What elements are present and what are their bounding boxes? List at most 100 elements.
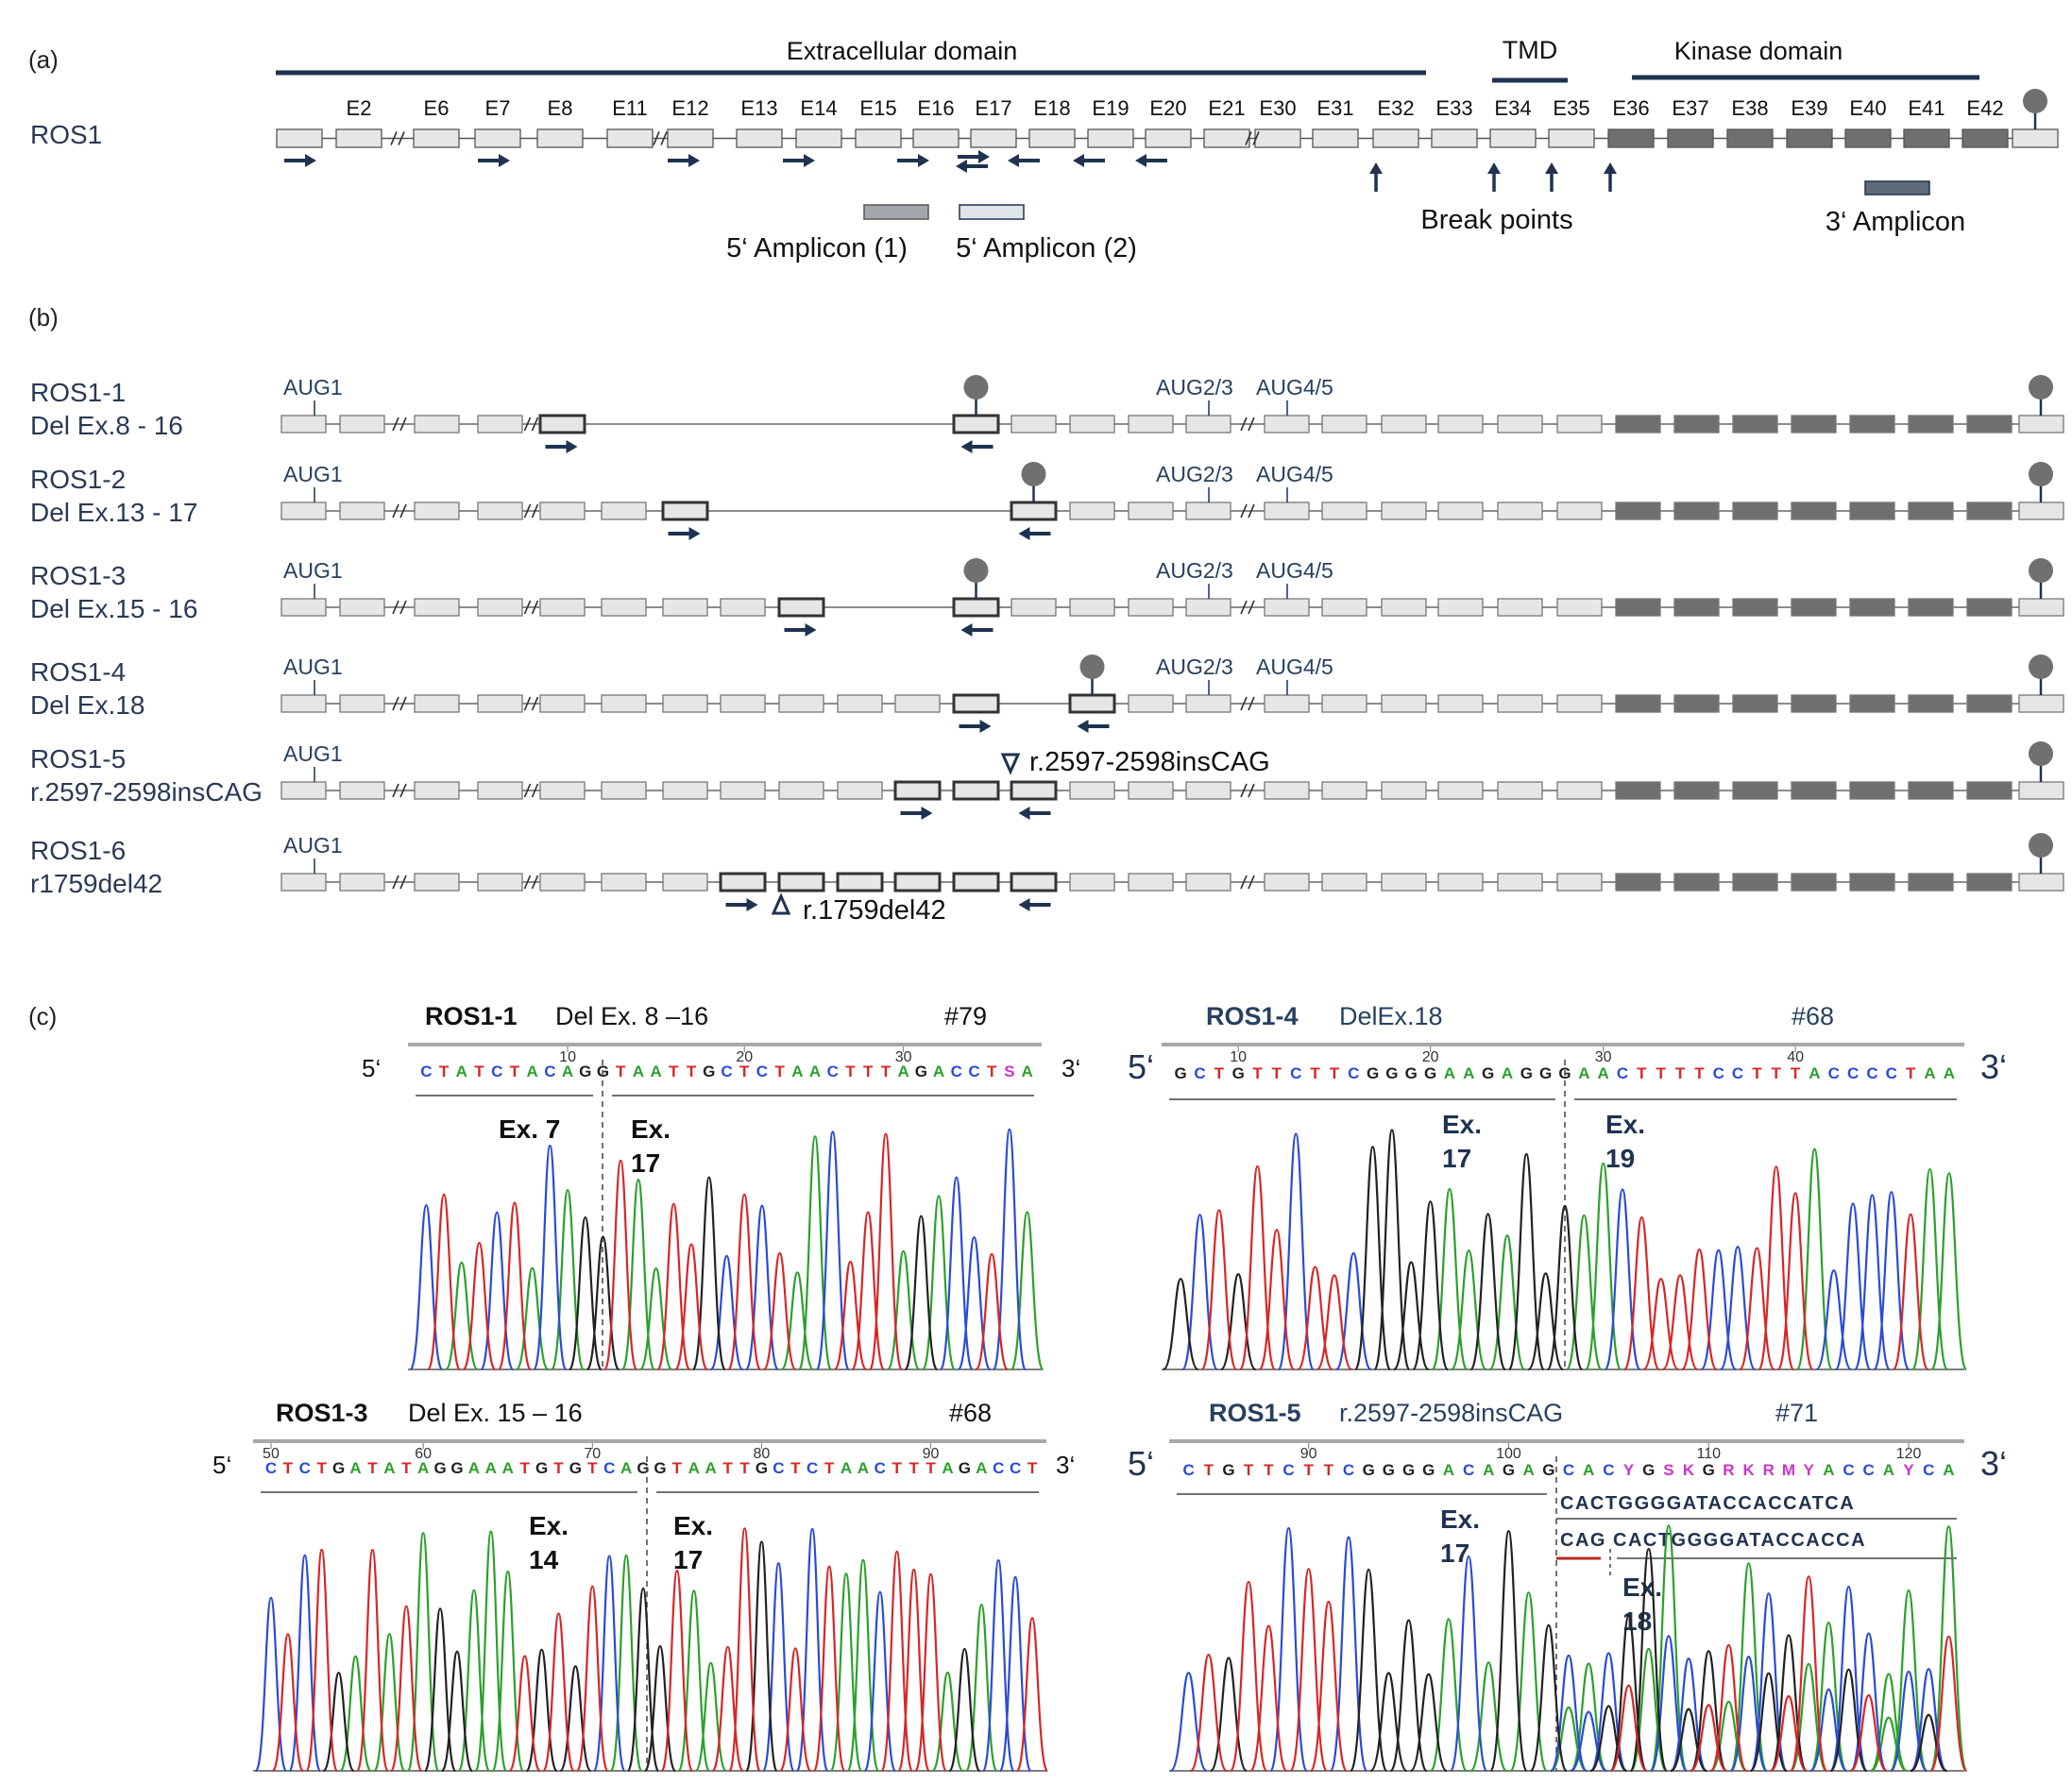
intron-break-mark: [390, 131, 405, 145]
exon-box: [1254, 128, 1301, 148]
exon-box: [474, 128, 521, 148]
sequence-base: T: [1272, 1064, 1282, 1082]
aug1-label: AUG1: [283, 741, 343, 766]
sequence-base: G: [1232, 1064, 1245, 1082]
exon-label: E12: [671, 96, 708, 120]
trace-t-channel: [1200, 1164, 1929, 1371]
reverse-primer-arrow: [1018, 527, 1051, 540]
aug45-label: AUG4/5: [1256, 462, 1333, 486]
five-prime-label: 5‘: [1128, 1047, 1154, 1086]
premature-stop-marker: [963, 558, 989, 599]
variant-description: r1759del42: [30, 869, 162, 898]
exon-box: [855, 128, 902, 148]
sequence-base: G: [959, 1459, 971, 1477]
exon-box: [894, 694, 941, 713]
amplicon-3-bar: [1864, 180, 1930, 196]
exon-label: E19: [1092, 96, 1129, 120]
sequence-base: G: [915, 1062, 927, 1080]
exon-box: [539, 781, 586, 800]
sequence-base: A: [1924, 1064, 1935, 1082]
exon-box: [893, 872, 942, 892]
sequence-base: C: [1923, 1461, 1934, 1479]
exon-label-right: Ex.: [1605, 1110, 1645, 1139]
exon-box: [339, 873, 385, 892]
exon-box: [2018, 502, 2064, 520]
exon-box: [1185, 415, 1231, 434]
sequence-base: G: [1422, 1461, 1435, 1479]
sequence-base: T: [1324, 1461, 1334, 1479]
sequence-base: A: [1943, 1461, 1954, 1479]
variant-description: Del Ex.18: [30, 690, 144, 720]
exon-box: [1128, 502, 1174, 520]
sequence-base: A: [1463, 1064, 1474, 1082]
exon-box: [413, 128, 460, 148]
position-tick-label: 50: [263, 1446, 280, 1462]
intron-break-mark: [1240, 600, 1255, 615]
aug23-label: AUG2/3: [1156, 375, 1233, 400]
sequence-base: T: [672, 1459, 683, 1477]
intron-break-mark: [1245, 131, 1260, 145]
exon-box: [1437, 415, 1484, 434]
exon-box: [339, 598, 385, 617]
exon-box: [1556, 502, 1603, 520]
exon-box: [2012, 128, 2059, 148]
exon-box: [1069, 598, 1115, 617]
kinase-exon-box: [1966, 694, 2013, 713]
sequence-base: G: [637, 1459, 649, 1477]
trace-title: ROS1-1: [425, 1002, 518, 1030]
trace-description: DelEx.18: [1339, 1002, 1443, 1030]
exon-box: [778, 781, 824, 800]
sequence-base: G: [1175, 1064, 1187, 1082]
position-tick-label: 40: [1787, 1049, 1804, 1065]
forward-primer-arrow: [725, 898, 758, 911]
exon-box: [2018, 781, 2064, 800]
amplicon-3-label: 3‘ Amplicon: [1826, 207, 1965, 237]
exon-box: [606, 128, 654, 148]
sequence-base: T: [774, 1062, 785, 1080]
exon-box: [1011, 598, 1057, 617]
reverse-primer-arrow: [1018, 898, 1051, 911]
sequence-base: G: [1520, 1064, 1533, 1082]
sequence-base: G: [1363, 1461, 1375, 1479]
exon-label: E21: [1208, 96, 1245, 120]
forward-primer-arrow: [668, 527, 701, 540]
aug1-label: AUG1: [283, 462, 343, 486]
sequence-base: T: [909, 1459, 919, 1477]
exon-box: [539, 694, 586, 713]
trace-g-channel: [1209, 1530, 1947, 1773]
three-prime-label: 3‘: [1056, 1451, 1075, 1479]
kinase-exon-box: [1615, 502, 1661, 520]
sequence-base: S: [1663, 1461, 1673, 1479]
exon-box: [280, 502, 327, 520]
exon-box: [601, 694, 647, 713]
exon-box: [414, 873, 460, 892]
sequence-base: A: [1883, 1461, 1894, 1479]
intron-break-mark: [653, 131, 668, 145]
exon-box: [536, 128, 584, 148]
sample-id: #79: [944, 1002, 987, 1030]
sequence-base: A: [976, 1459, 987, 1477]
exon-box: [1185, 694, 1231, 713]
sequence-base: T: [739, 1459, 750, 1477]
sequence-base: A: [456, 1062, 467, 1080]
exon-box: [952, 780, 1000, 801]
extracellular-domain-label: Extracellular domain: [787, 37, 1018, 65]
exon-label-left: 17: [1442, 1144, 1471, 1173]
exon-box: [662, 873, 708, 892]
sequence-base: M: [1782, 1461, 1795, 1479]
exon-box: [2018, 415, 2064, 434]
exon-box: [720, 694, 766, 713]
sequence-base: G: [1367, 1064, 1379, 1082]
intron-break-mark: [1240, 696, 1255, 711]
sequence-header-bar: [408, 1043, 1042, 1046]
exon-box: [952, 693, 1000, 714]
exon-box: [1264, 415, 1310, 434]
exon-box: [952, 872, 1000, 892]
trace-a-channel: [444, 1135, 1044, 1371]
three-prime-label: 3‘: [1061, 1054, 1080, 1082]
exon-box: [1431, 128, 1478, 148]
kinase-exon-box: [1791, 502, 1837, 520]
exon-box: [662, 598, 708, 617]
exon-box: [1264, 598, 1310, 617]
